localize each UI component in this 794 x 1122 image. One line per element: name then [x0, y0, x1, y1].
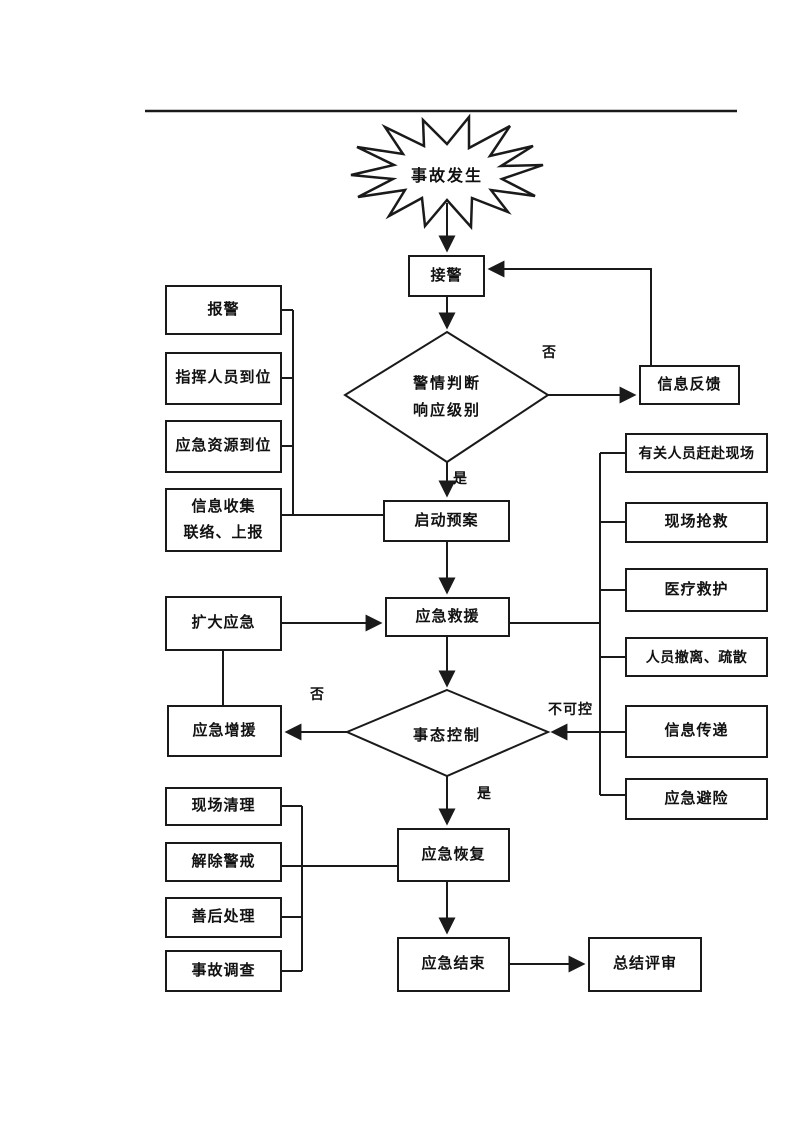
node-commanders-in-place: 指挥人员到位 [165, 352, 282, 405]
node-resources-in-place: 应急资源到位 [165, 420, 282, 473]
node-medical-aid: 医疗救护 [625, 568, 768, 612]
edge-label-alarm-yes: 是 [453, 470, 468, 486]
edge-label-control-yes: 是 [477, 785, 492, 801]
start-node-label: 事故发生 [410, 168, 483, 185]
info-collection-line1: 信息收集 [191, 497, 256, 515]
node-emergency-avoidance: 应急避险 [625, 778, 768, 820]
node-expand-emergency: 扩大应急 [165, 596, 282, 651]
node-lift-alert: 解除警戒 [165, 842, 282, 882]
decision-alarm-line2: 响应级别 [412, 402, 481, 419]
node-aftermath-handling: 善后处理 [165, 897, 282, 938]
node-info-collection: 信息收集 联络、上报 [165, 488, 282, 552]
info-collection-line2: 联络、上报 [183, 524, 264, 541]
decision-control-label: 事态控制 [412, 727, 481, 744]
node-accident-investigation: 事故调查 [165, 950, 282, 992]
node-evacuation: 人员撤离、疏散 [625, 637, 768, 677]
start-starburst-shape [350, 113, 544, 231]
edge-label-control-no: 否 [310, 686, 325, 702]
node-emergency-rescue: 应急救援 [385, 597, 510, 637]
branch-connectors [222, 309, 625, 972]
node-site-cleanup: 现场清理 [165, 787, 282, 826]
node-emergency-recovery: 应急恢复 [397, 828, 510, 882]
node-emergency-reinforcement: 应急增援 [167, 705, 282, 757]
node-personnel-to-scene: 有关人员赶赴现场 [625, 433, 768, 473]
node-info-feedback: 信息反馈 [639, 365, 740, 405]
node-launch-plan: 启动预案 [383, 500, 510, 542]
node-receive-alarm: 接警 [408, 255, 485, 297]
node-emergency-finish: 应急结束 [397, 937, 510, 992]
node-info-transfer: 信息传递 [625, 705, 768, 758]
node-onsite-rescue: 现场抢救 [625, 502, 768, 543]
edge-label-alarm-no: 否 [542, 344, 557, 360]
decision-alarm-label: 警情判断 响应级别 [387, 370, 507, 424]
decision-alarm-line1: 警情判断 [412, 375, 481, 392]
edge-label-uncontrollable: 不可控 [548, 701, 593, 717]
flow-arrows [282, 203, 652, 973]
node-summary-review: 总结评审 [588, 937, 702, 992]
node-report-alarm: 报警 [165, 285, 282, 335]
